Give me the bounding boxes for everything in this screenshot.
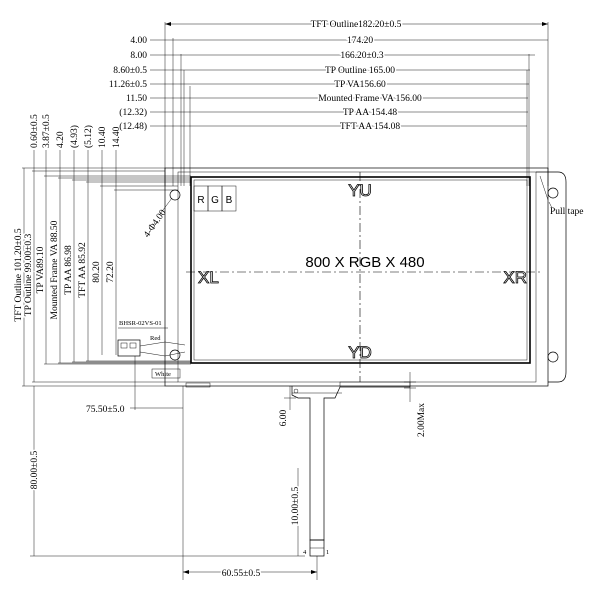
dim-tft-outline-width: TFT Outline182.20±0.5 (311, 20, 402, 30)
dim-12-48: (12.48) (119, 121, 147, 132)
label-xl: XL (198, 268, 219, 287)
dim-6-00: 6.00 (279, 409, 289, 426)
dim-75-50: 75.50±5.0 (86, 405, 125, 415)
dim-tft-aa-width: TFT AA 154.08 (340, 122, 401, 132)
dim-80-20: 80.20 (92, 261, 102, 283)
pull-tape-label: Pull tape (550, 207, 584, 217)
dim-mounted-frame-va-width: Mounted Frame VA 156.00 (318, 94, 422, 104)
dim-4-00: 4.00 (130, 36, 147, 46)
mount-hole-bottom-right (547, 351, 559, 363)
dim-mounted-frame-va-height: Mounted Frame VA 88.50 (50, 220, 60, 319)
dim-174-20: 174.20 (347, 36, 373, 46)
left-dimensions: TFT Outline 101.20±0.5 TP Outline 99.00±… (13, 114, 305, 557)
pixel-r-label: R (197, 195, 204, 206)
dim-75-50-group: 75.50±5.0 (86, 356, 184, 415)
dim-tft-outline-height: TFT Outline 101.20±0.5 (14, 228, 24, 321)
dim-60-55: 60.55±0.5 (222, 569, 261, 579)
dim-5-12: (5.12) (83, 125, 94, 148)
mount-hole-bottom-left (169, 349, 181, 361)
dim-11-50: 11.50 (126, 94, 147, 104)
tft-panel: R G B YU YD XL XR 800 X RGB X 480 4-Φ4.0… (142, 167, 584, 387)
resolution-label: 800 X RGB X 480 (305, 254, 424, 271)
label-yd: YD (348, 343, 372, 362)
wire-white-label: White (155, 371, 171, 378)
label-yu: YU (348, 181, 372, 200)
dim-2-00max: 2.00Max (417, 403, 427, 437)
wire-red-label: Red (150, 335, 161, 342)
dim-4-20: 4.20 (56, 131, 66, 148)
dim-0-60: 0.60±0.5 (30, 114, 40, 148)
dim-tp-va-height: TP VA89.10 (36, 246, 46, 293)
dim-80-00: 80.00±0.5 (30, 451, 40, 490)
mount-hole-top-right (547, 187, 559, 199)
dim-10-40: 10.40 (98, 126, 108, 148)
dim-8-00: 8.00 (130, 51, 147, 61)
connector: BHSR-02VS-01 Red White (117, 320, 186, 379)
dim-10-00: 10.00±0.5 (291, 487, 301, 526)
dim-11-26: 11.26±0.5 (109, 80, 147, 90)
dim-tp-aa-width: TP AA 154.48 (343, 108, 398, 118)
pixel-b-label: B (226, 195, 233, 206)
dim-72-20: 72.20 (106, 261, 116, 283)
dim-3-87: 3.87±0.5 (42, 114, 52, 148)
dim-8-60: 8.60±0.5 (113, 66, 147, 76)
top-dimensions: TFT Outline182.20±0.5 4.00 174.20 8.00 1… (109, 19, 549, 186)
dim-tft-aa-height: TFT AA 85.92 (78, 242, 88, 298)
dim-tp-va: TP VA156.60 (334, 80, 386, 90)
pin-1-label: 1 (326, 549, 329, 556)
fpc-tail: 4 1 6.00 2.00Max 10.00±0.5 60.55±0.5 (182, 372, 427, 581)
dim-166-20: 166.20±0.3 (340, 51, 383, 61)
label-xr: XR (503, 268, 527, 287)
dim-4-93: (4.93) (69, 125, 80, 148)
dim-12-32: (12.32) (119, 107, 147, 118)
dim-14-40: 14.40 (112, 126, 122, 148)
dim-tp-aa-height: TP AA 86.98 (64, 245, 74, 295)
pin-4-label: 4 (303, 549, 307, 556)
active-area (190, 176, 531, 364)
pixel-g-label: G (211, 195, 219, 206)
dim-tp-outline-height: TP Outline 99.00±0.3 (24, 234, 34, 317)
connector-part-label: BHSR-02VS-01 (119, 320, 162, 327)
dim-tp-outline: TP Outline 165.00 (325, 66, 395, 76)
